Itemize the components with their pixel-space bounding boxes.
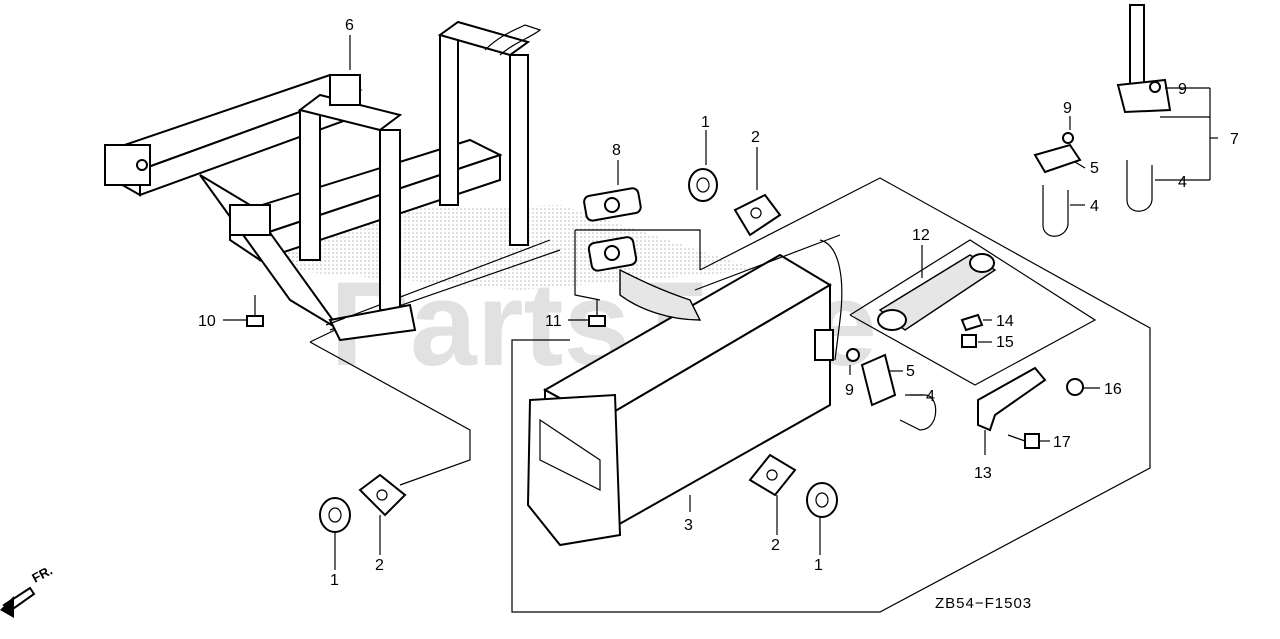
callout-7: 7 <box>1230 131 1239 148</box>
exhaust-pipe <box>583 187 702 321</box>
front-direction-arrow-icon <box>0 586 36 618</box>
bracket-bottom <box>748 453 797 497</box>
callout-5-upper: 5 <box>1090 160 1099 177</box>
callout-14: 14 <box>996 313 1014 330</box>
muffler <box>526 239 843 547</box>
nut-16 <box>1066 378 1084 396</box>
callout-4-upper: 4 <box>1090 198 1099 215</box>
callout-6: 6 <box>345 17 354 34</box>
clamp-assembly-mid <box>846 348 937 431</box>
callout-8: 8 <box>612 142 621 159</box>
rubber-mount-bottom <box>806 482 838 518</box>
frame-assembly <box>104 20 561 342</box>
callout-11: 11 <box>545 313 562 330</box>
bolt-11 <box>588 300 606 327</box>
callout-13: 13 <box>974 465 992 482</box>
callout-3: 3 <box>684 517 693 534</box>
leader-lines <box>223 35 1218 570</box>
rubber-mount-top <box>688 168 718 202</box>
heat-shield <box>849 239 1097 386</box>
bracket-left <box>358 473 407 517</box>
bracket-13 <box>977 366 1047 432</box>
diagram-code: ZB54−F1503 <box>935 595 1032 612</box>
rubber-mount-left <box>319 497 351 533</box>
bracket-top <box>733 193 782 237</box>
callout-10: 10 <box>198 313 216 330</box>
callout-17: 17 <box>1053 434 1071 451</box>
callout-2-bottom: 2 <box>771 537 780 554</box>
callout-9-mid: 9 <box>845 382 854 399</box>
bolt-17 <box>1007 433 1040 449</box>
callout-4-right: 4 <box>1178 174 1187 191</box>
callout-5-mid: 5 <box>906 363 915 380</box>
callout-1-top: 1 <box>701 114 710 131</box>
callout-12: 12 <box>912 227 930 244</box>
callout-1-left: 1 <box>330 572 339 589</box>
callout-9-upper: 9 <box>1063 100 1072 117</box>
clamp-assembly-upper <box>1033 132 1082 237</box>
bolt-15 <box>961 334 977 348</box>
washer-14 <box>960 313 984 332</box>
callout-15: 15 <box>996 334 1014 351</box>
callout-9-right: 9 <box>1178 81 1187 98</box>
callout-2-left: 2 <box>375 557 384 574</box>
callout-1-bottom: 1 <box>814 557 823 574</box>
direction-label: FR. <box>29 563 55 586</box>
callout-4-mid: 4 <box>926 388 935 405</box>
callout-2-top: 2 <box>751 129 760 146</box>
clamp-assembly-right <box>1116 4 1172 212</box>
bolt-10 <box>246 295 264 327</box>
callout-16: 16 <box>1104 381 1122 398</box>
